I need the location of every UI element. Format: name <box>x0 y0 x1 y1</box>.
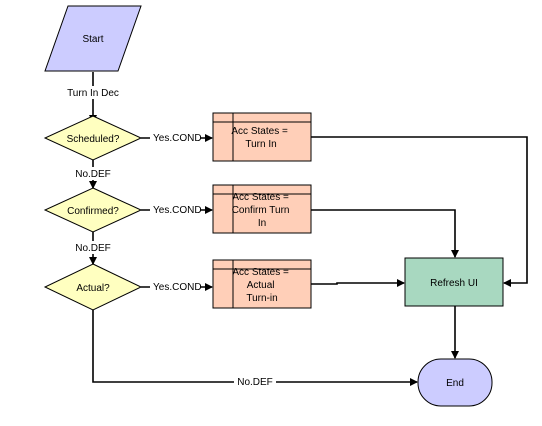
edge-label-actual-no: No.DEF <box>237 377 273 388</box>
scheduled-decision[interactable]: Scheduled? <box>43 115 143 161</box>
start-node[interactable]: Start <box>44 5 142 72</box>
edge-label-turn-in-dec: Turn In Dec <box>67 88 119 99</box>
actual-decision[interactable]: Actual? <box>43 263 143 311</box>
edge-actual-no[interactable] <box>92 310 418 386</box>
edge-label-confirmed-yes: Yes.COND <box>153 205 202 216</box>
edge-label-scheduled-no: No.DEF <box>75 169 111 180</box>
edge-turn-in-refresh[interactable] <box>311 136 528 287</box>
end-node[interactable]: End <box>417 358 493 407</box>
edge-label-actual-yes: Yes.COND <box>153 282 202 293</box>
confirmed-label: Confirmed? <box>67 206 119 217</box>
refresh-ui-label: Refresh UI <box>430 278 478 289</box>
end-label: End <box>446 378 464 389</box>
acc-turn-in-box[interactable]: Acc States = Turn In <box>212 112 312 162</box>
scheduled-label: Scheduled? <box>67 134 120 145</box>
acc-actual-box[interactable]: Acc States = Actual Turn-in <box>212 259 312 309</box>
edge-confirm-refresh[interactable] <box>311 209 459 258</box>
acc-turn-in-label: Acc States = Turn In <box>231 126 290 150</box>
acc-confirm-box[interactable]: Acc States = Confirm Turn In <box>212 184 312 234</box>
edge-label-confirmed-no: No.DEF <box>75 243 111 254</box>
actual-label: Actual? <box>76 283 110 294</box>
acc-confirm-label: Acc States = Confirm Turn In <box>232 192 293 229</box>
acc-actual-label: Acc States = Actual Turn-in <box>232 267 291 304</box>
edge-labels: Turn In Dec Yes.COND No.DEF Yes.COND No.… <box>63 86 276 388</box>
edge-label-scheduled-yes: Yes.COND <box>153 133 202 144</box>
refresh-ui-box[interactable]: Refresh UI <box>404 257 504 307</box>
edge-actual-refresh[interactable] <box>311 279 405 287</box>
confirmed-decision[interactable]: Confirmed? <box>43 187 143 233</box>
start-label: Start <box>82 34 103 45</box>
